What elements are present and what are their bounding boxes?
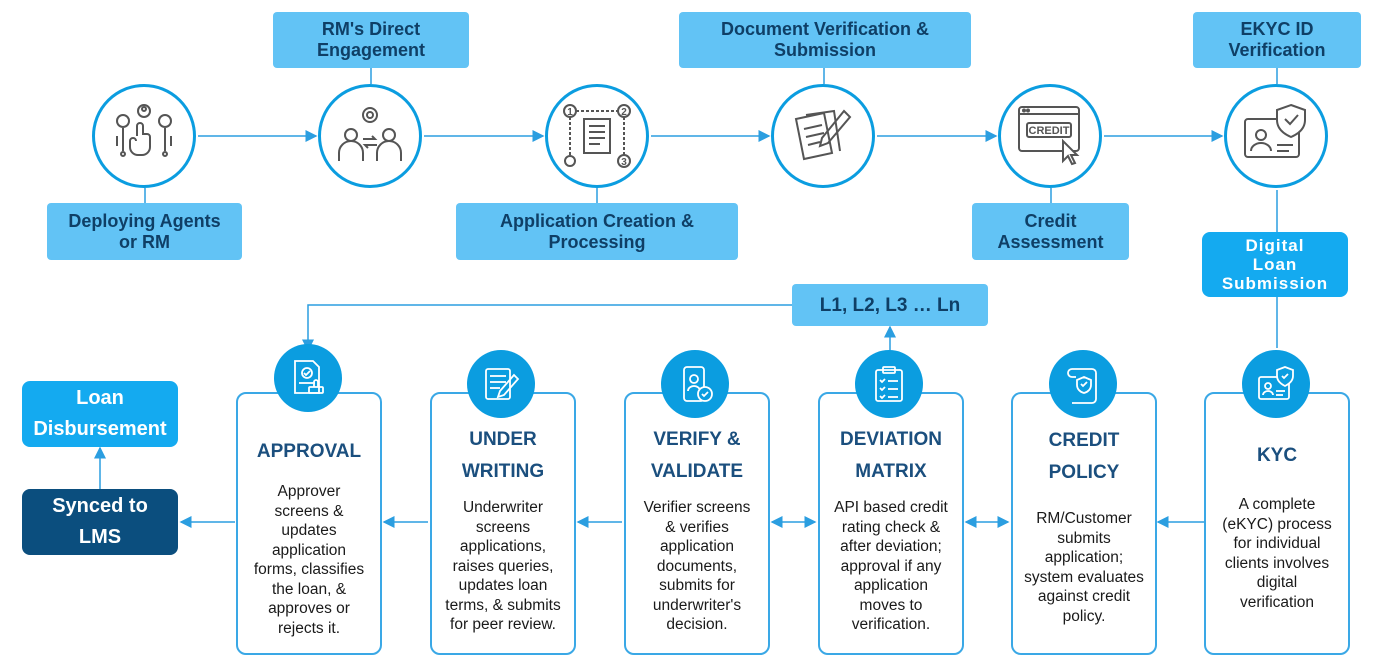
credit-screen-icon: CREDIT xyxy=(1018,106,1080,166)
clipboard-checklist-icon xyxy=(875,366,903,402)
arrow-levels-approval xyxy=(302,304,792,352)
label-credit-assessment: Credit Assessment xyxy=(972,203,1129,260)
rm-engagement-circle xyxy=(318,84,422,188)
deploying-agents-circle xyxy=(92,84,196,188)
loan-disbursement-box: Loan Disbursement xyxy=(22,381,178,447)
step-three-text: 3 xyxy=(621,157,627,168)
verify-validate-description: Verifier screens & verifies application … xyxy=(643,499,751,633)
kyc-badge xyxy=(1242,350,1310,418)
id-card-shield-icon xyxy=(1244,103,1306,158)
approval-card: APPROVAL Approver screens & updates appl… xyxy=(236,392,382,655)
verify-validate-title: VERIFY & VALIDATE xyxy=(650,429,744,482)
ekyc-circle xyxy=(1224,84,1328,188)
document-verification-circle xyxy=(771,84,875,188)
underwriting-description: Underwriter screens applications, raises… xyxy=(445,499,561,633)
kyc-title: KYC xyxy=(1256,445,1298,466)
label-application-creation: Application Creation & Processing xyxy=(456,203,738,260)
label-rm-direct-engagement: RM's Direct Engagement xyxy=(273,12,469,68)
label-document-verification: Document Verification & Submission xyxy=(679,12,971,68)
process-steps-icon: 1 2 3 xyxy=(563,104,631,168)
credit-assessment-circle: CREDIT xyxy=(998,84,1102,188)
approval-stamp-icon xyxy=(294,360,324,394)
synced-to-lms-box: Synced to LMS xyxy=(22,489,178,555)
credit-icon-text: CREDIT xyxy=(1029,125,1070,137)
phone-verify-icon xyxy=(683,366,713,402)
people-exchange-icon xyxy=(338,107,402,161)
deviation-badge xyxy=(855,350,923,418)
label-deploying-agents: Deploying Agents or RM xyxy=(47,203,242,260)
step-two-text: 2 xyxy=(621,107,627,118)
credit-policy-title: CREDIT POLICY xyxy=(1048,430,1120,483)
underwriting-badge xyxy=(467,350,535,418)
document-sign-icon xyxy=(485,368,520,400)
step-one-text: 1 xyxy=(567,107,573,118)
credit-policy-description: RM/Customer submits application; system … xyxy=(1024,510,1144,625)
verify-validate-card: VERIFY & VALIDATE Verifier screens & ver… xyxy=(624,392,770,655)
kyc-description: A complete (eKYC) process for individual… xyxy=(1222,496,1332,611)
documents-pen-icon xyxy=(794,109,852,161)
underwriting-card: UNDER WRITING Underwriter screens applic… xyxy=(430,392,576,655)
kyc-card: KYC A complete (eKYC) process for indivi… xyxy=(1204,392,1350,655)
label-levels: L1, L2, L3 … Ln xyxy=(792,284,988,326)
deviation-matrix-description: API based credit rating check & after de… xyxy=(834,499,948,633)
kyc-id-icon xyxy=(1258,366,1294,400)
approval-badge xyxy=(274,344,342,412)
verify-badge xyxy=(661,350,729,418)
application-creation-circle: 1 2 3 xyxy=(545,84,649,188)
policy-scroll-icon xyxy=(1067,368,1097,404)
label-ekyc-id-verification: EKYC ID Verification xyxy=(1193,12,1361,68)
deviation-matrix-card: DEVIATION MATRIX API based credit rating… xyxy=(818,392,964,655)
approval-title: APPROVAL xyxy=(256,441,362,462)
agents-network-icon xyxy=(116,104,172,157)
deviation-matrix-title: DEVIATION MATRIX xyxy=(839,429,943,482)
label-digital-loan-submission: Digital Loan Submission xyxy=(1202,232,1348,297)
credit-policy-badge xyxy=(1049,350,1117,418)
approval-description: Approver screens & updates application f… xyxy=(253,483,365,637)
underwriting-title: UNDER WRITING xyxy=(461,429,545,482)
credit-policy-card: CREDIT POLICY RM/Customer submits applic… xyxy=(1011,392,1157,655)
